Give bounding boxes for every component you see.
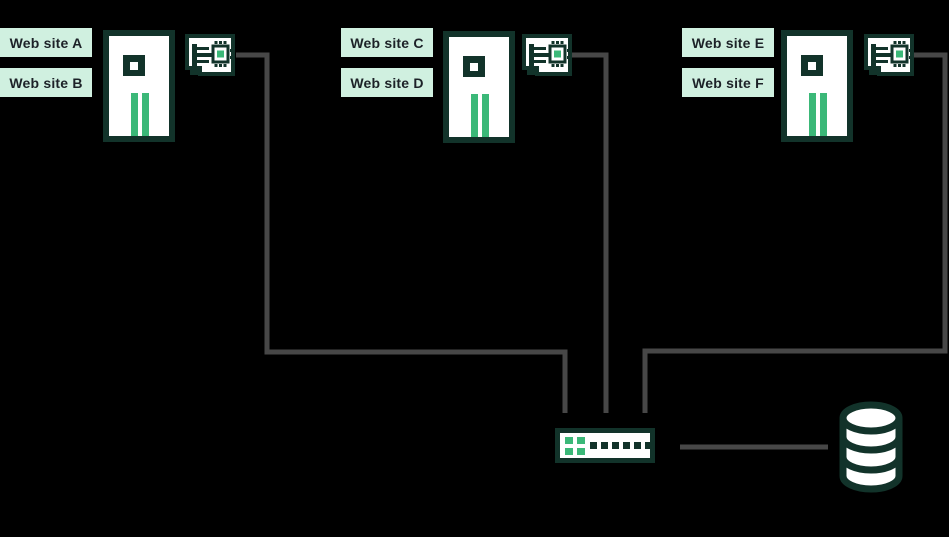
switch-led-grid bbox=[565, 436, 585, 455]
label-web-site-b: Web site B bbox=[0, 68, 92, 97]
server-power-square bbox=[123, 55, 145, 76]
server-tower-icon bbox=[443, 31, 515, 143]
wire-server2-to-switch bbox=[570, 52, 609, 413]
wire-server1-to-switch bbox=[236, 52, 568, 413]
server-vent-bar bbox=[809, 93, 816, 136]
network-interface-card-icon bbox=[522, 34, 572, 76]
wire-server3-to-switch bbox=[642, 52, 948, 413]
label-web-site-c: Web site C bbox=[341, 28, 433, 57]
label-web-site-a: Web site A bbox=[0, 28, 92, 57]
switch-port-row bbox=[590, 442, 652, 449]
server-power-square bbox=[801, 55, 823, 76]
network-interface-card-icon bbox=[185, 34, 235, 76]
server-vent-bar bbox=[820, 93, 827, 136]
network-switch-icon bbox=[555, 428, 655, 463]
server-tower-icon bbox=[781, 30, 853, 142]
network-interface-card-icon bbox=[864, 34, 914, 76]
server-power-dot bbox=[808, 61, 816, 70]
label-web-site-e: Web site E bbox=[682, 28, 774, 57]
label-web-site-f: Web site F bbox=[682, 68, 774, 97]
server-power-square bbox=[463, 56, 485, 77]
server-vent-bar bbox=[142, 93, 149, 136]
server-vent-bar bbox=[482, 94, 489, 137]
server-power-dot bbox=[130, 61, 138, 70]
server-vent-bar bbox=[471, 94, 478, 137]
label-web-site-d: Web site D bbox=[341, 68, 433, 97]
server-power-dot bbox=[470, 62, 478, 71]
server-tower-icon bbox=[103, 30, 175, 142]
database-cylinder-icon bbox=[839, 401, 903, 493]
server-vent-bar bbox=[131, 93, 138, 136]
